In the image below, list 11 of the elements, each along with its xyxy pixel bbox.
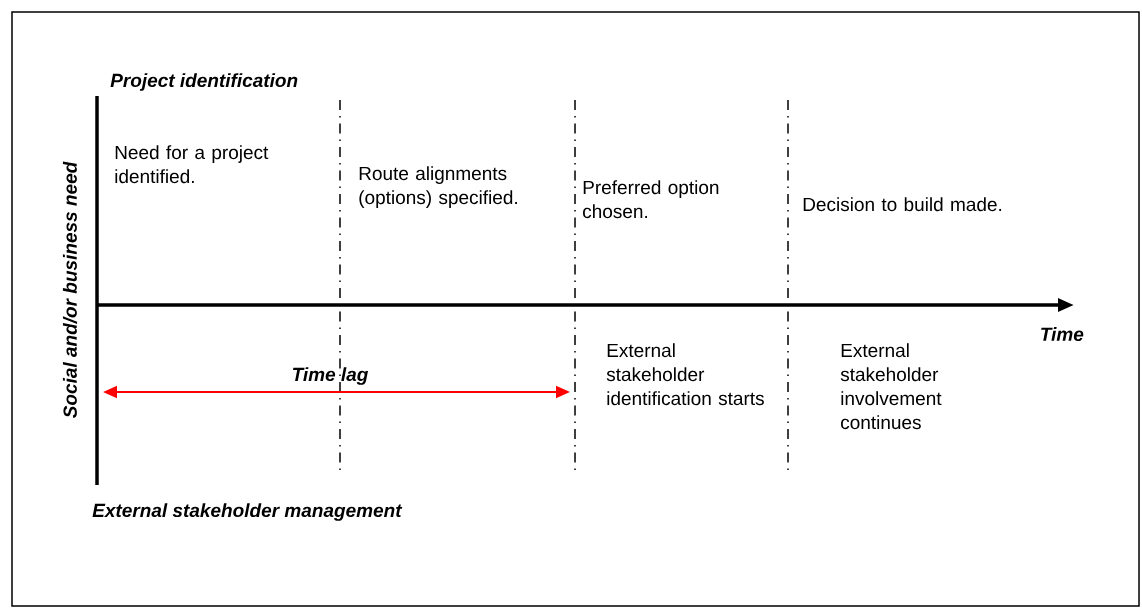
axis-title: Social and/or business need bbox=[62, 161, 78, 419]
phase-text: Need for a project identified. bbox=[115, 145, 269, 184]
axis-label: Time bbox=[1041, 327, 1084, 341]
phase-text: Decision to build made. bbox=[803, 197, 1002, 212]
axis-title: Project identification bbox=[110, 73, 298, 91]
axis-title: External stakeholder management bbox=[92, 503, 403, 521]
phase-text: External stakeholder identification starts bbox=[606, 343, 764, 406]
dimension-label: Time lag bbox=[293, 367, 369, 385]
phase-text: Preferred option chosen. bbox=[583, 180, 719, 219]
phase-text: External stakeholder involvement continues bbox=[840, 343, 942, 430]
phase-text: Route alignments (options) specified. bbox=[359, 166, 517, 208]
